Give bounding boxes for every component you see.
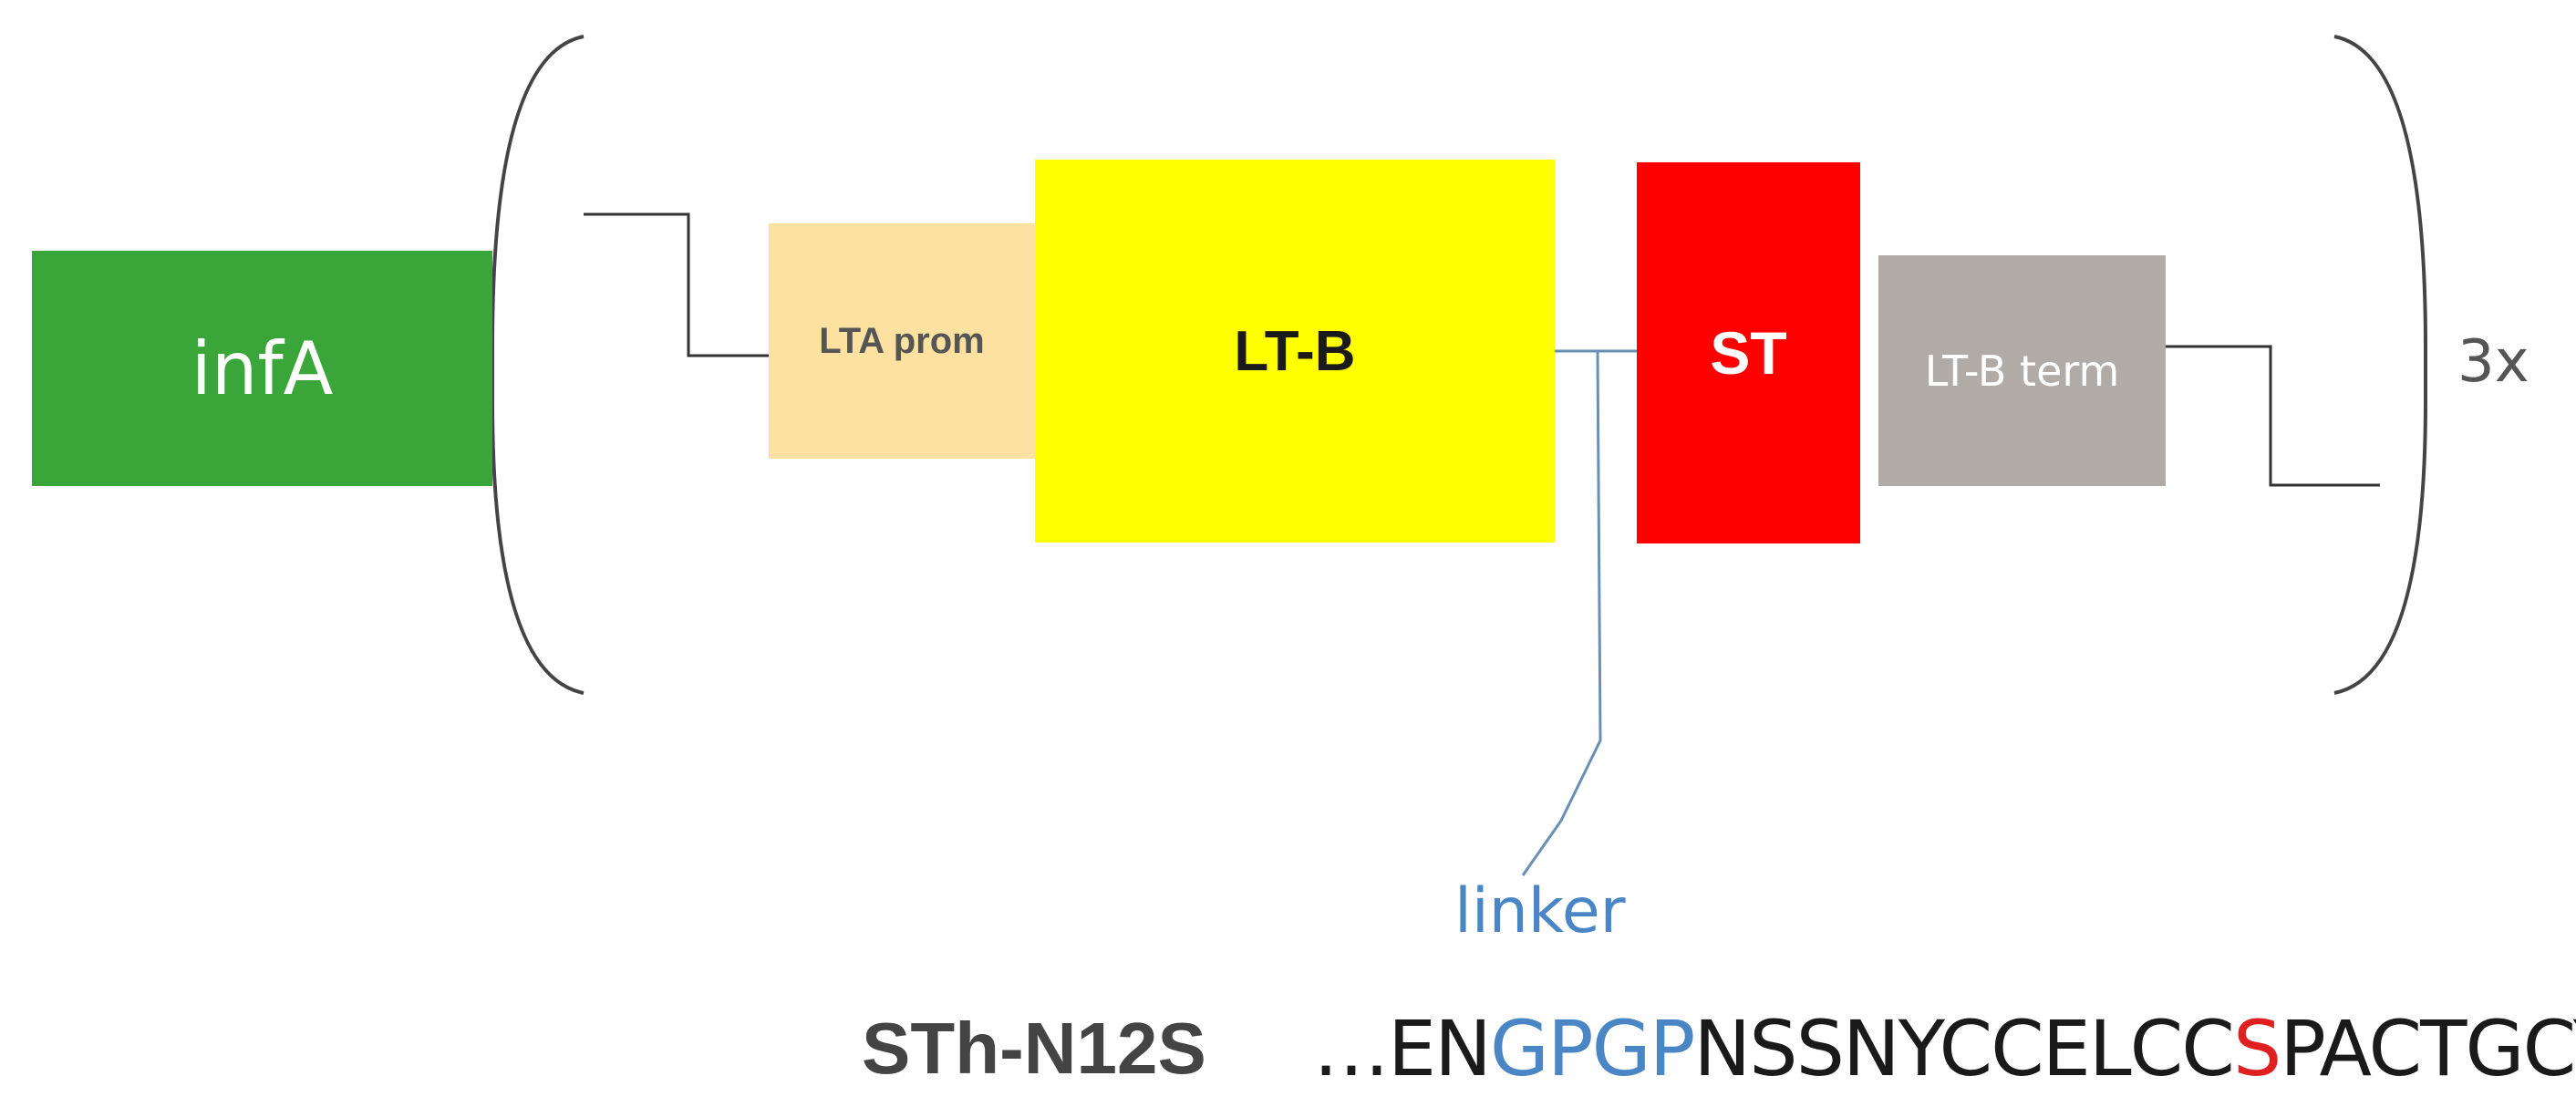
ltb-term-block: LT-B term	[1878, 255, 2166, 486]
sequence-segment: NSSNYCCELCC	[1693, 1004, 2235, 1093]
ltb-term-text: LT-B term	[1924, 346, 2120, 396]
sequence-name: STh-N12S	[862, 1008, 1206, 1089]
infa-block: infA	[32, 251, 492, 486]
ltb-block: LT-B	[1035, 160, 1555, 543]
sequence-segment: …EN	[1313, 1004, 1492, 1093]
infa-label: infA	[191, 326, 334, 411]
ltb-term-label: LT-B term	[1925, 347, 2120, 396]
sequence-segment-linker: GPGP	[1489, 1004, 1695, 1093]
backbone-line-left	[584, 212, 771, 357]
sequence-segment-mutation: S	[2232, 1004, 2281, 1093]
right-bracket	[2333, 35, 2427, 695]
sequence-text: …ENGPGPNSSNYCCELCCSPACTGCY	[1313, 1003, 2576, 1094]
st-label: ST	[1710, 319, 1787, 387]
linker-label: linker	[1454, 875, 1626, 947]
ltb-label: LT-B	[1234, 319, 1356, 383]
left-bracket	[491, 35, 585, 695]
sequence-segment: PACTGCY	[2280, 1004, 2576, 1093]
lta-prom-label: LTA prom	[819, 320, 985, 361]
linker-pointer	[1521, 350, 1602, 876]
backbone-line-right	[2166, 345, 2380, 487]
st-block: ST	[1637, 162, 1860, 543]
lta-prom-block: LTA prom	[769, 223, 1035, 459]
repeat-label: 3x	[2457, 328, 2529, 396]
